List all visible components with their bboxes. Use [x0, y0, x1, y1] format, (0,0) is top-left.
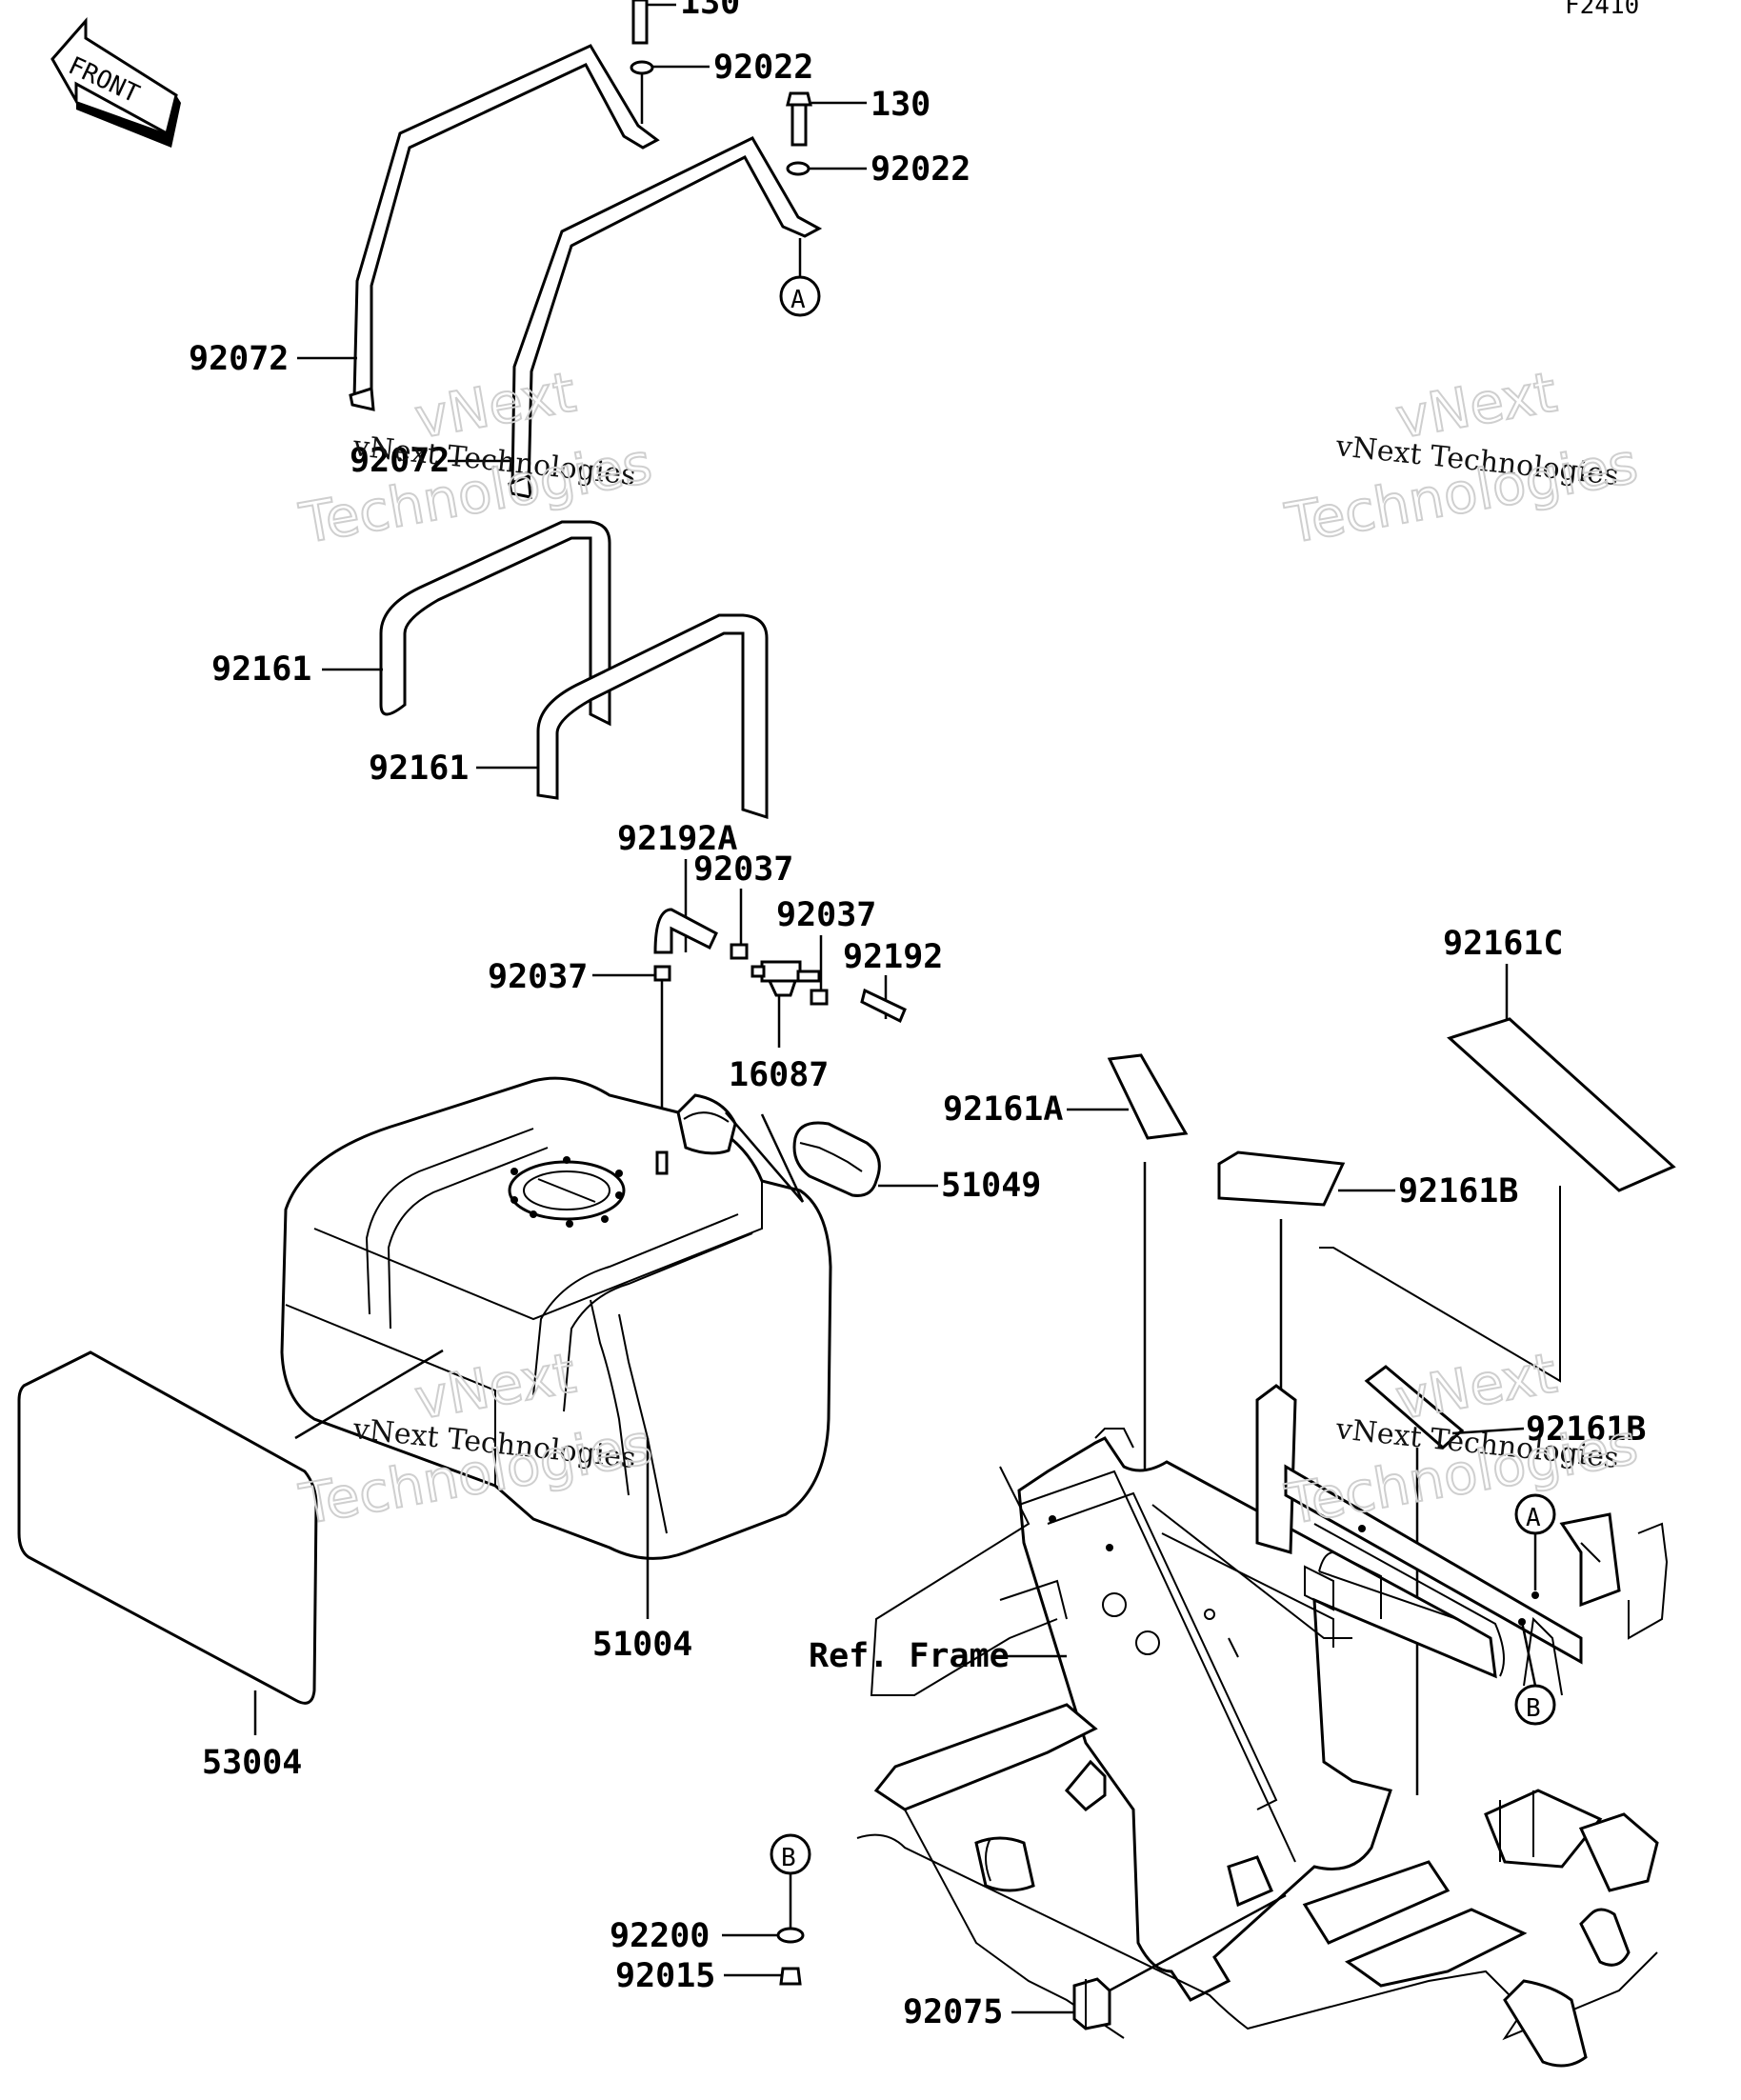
part-51049: 51049 [941, 1167, 1041, 1205]
strap-92072-front [508, 136, 823, 499]
part-92161C: 92161C [1443, 925, 1563, 963]
part-92192: 92192 [843, 938, 943, 976]
strap-92072-rear [349, 44, 660, 411]
fuel-tank-51004 [280, 1076, 832, 1560]
clamp-92037-b [730, 943, 749, 960]
part-92192A: 92192A [617, 820, 737, 858]
callout-a1 [779, 275, 821, 317]
part-92161-b: 92161 [369, 750, 469, 788]
damper-92075 [1072, 1977, 1111, 2030]
part-92022-mid: 92022 [870, 150, 971, 189]
part-130-mid: 130 [870, 86, 931, 124]
hose-92192A [653, 908, 718, 954]
clamp-92037-c [810, 989, 829, 1006]
part-92072-a: 92072 [189, 340, 289, 378]
fuel-cap-51049 [792, 1121, 881, 1197]
front-arrow-icon: FRONT [50, 17, 181, 148]
callout-b2-label: B [781, 1844, 796, 1872]
watermark-bottom-right: vNext Technologies vNext Technologies [1280, 1339, 1644, 1538]
part-92015: 92015 [615, 1957, 715, 1995]
shield-53004 [17, 1350, 318, 1705]
svg-text:vNext: vNext [1391, 359, 1562, 450]
pad-92161B-top [1217, 1150, 1346, 1207]
pad-92161-rear [379, 520, 611, 727]
part-92075: 92075 [903, 1993, 1003, 2031]
washer-92022-top [630, 60, 710, 124]
nut-92015 [779, 1967, 802, 1986]
part-92037-a: 92037 [488, 958, 588, 996]
diagram-code: F2410 [1565, 0, 1639, 20]
washer-92200 [776, 1927, 805, 1944]
part-92037-b: 92037 [693, 850, 793, 889]
part-53004: 53004 [202, 1744, 302, 1782]
pad-92161A [1107, 1053, 1189, 1140]
part-92022-top: 92022 [713, 49, 813, 87]
callout-a1-label: A [790, 286, 806, 314]
callout-a2-label: A [1526, 1504, 1541, 1532]
reference-label: Ref. Frame [809, 1637, 1010, 1675]
part-51004: 51004 [592, 1626, 692, 1664]
part-92161B-a: 92161B [1398, 1172, 1518, 1210]
pad-92161C [1447, 1017, 1676, 1192]
bolt-130-mid [786, 91, 867, 147]
watermark-top-right: vNext Technologies vNext Technologies [1280, 358, 1644, 557]
washer-92022-mid [786, 161, 867, 176]
part-92072-b: 92072 [350, 442, 450, 480]
bolt-130-top [631, 0, 676, 45]
part-92200: 92200 [610, 1917, 710, 1955]
part-92161A: 92161A [943, 1090, 1063, 1129]
valve-16087 [750, 960, 821, 997]
part-130-top: 130 [680, 0, 740, 22]
pad-92161B-bottom [1364, 1365, 1465, 1450]
part-92037-c: 92037 [776, 896, 876, 934]
clamp-92037-a [653, 965, 671, 982]
part-92161B-b: 92161B [1526, 1410, 1646, 1449]
reference-frame [856, 1384, 1669, 2068]
part-16087: 16087 [729, 1056, 829, 1094]
hose-92192 [860, 988, 907, 1024]
callout-b1-label: B [1526, 1694, 1541, 1723]
part-92161-a: 92161 [211, 650, 311, 689]
pad-92161-front [536, 613, 769, 820]
svg-text:vNext: vNext [410, 359, 581, 450]
